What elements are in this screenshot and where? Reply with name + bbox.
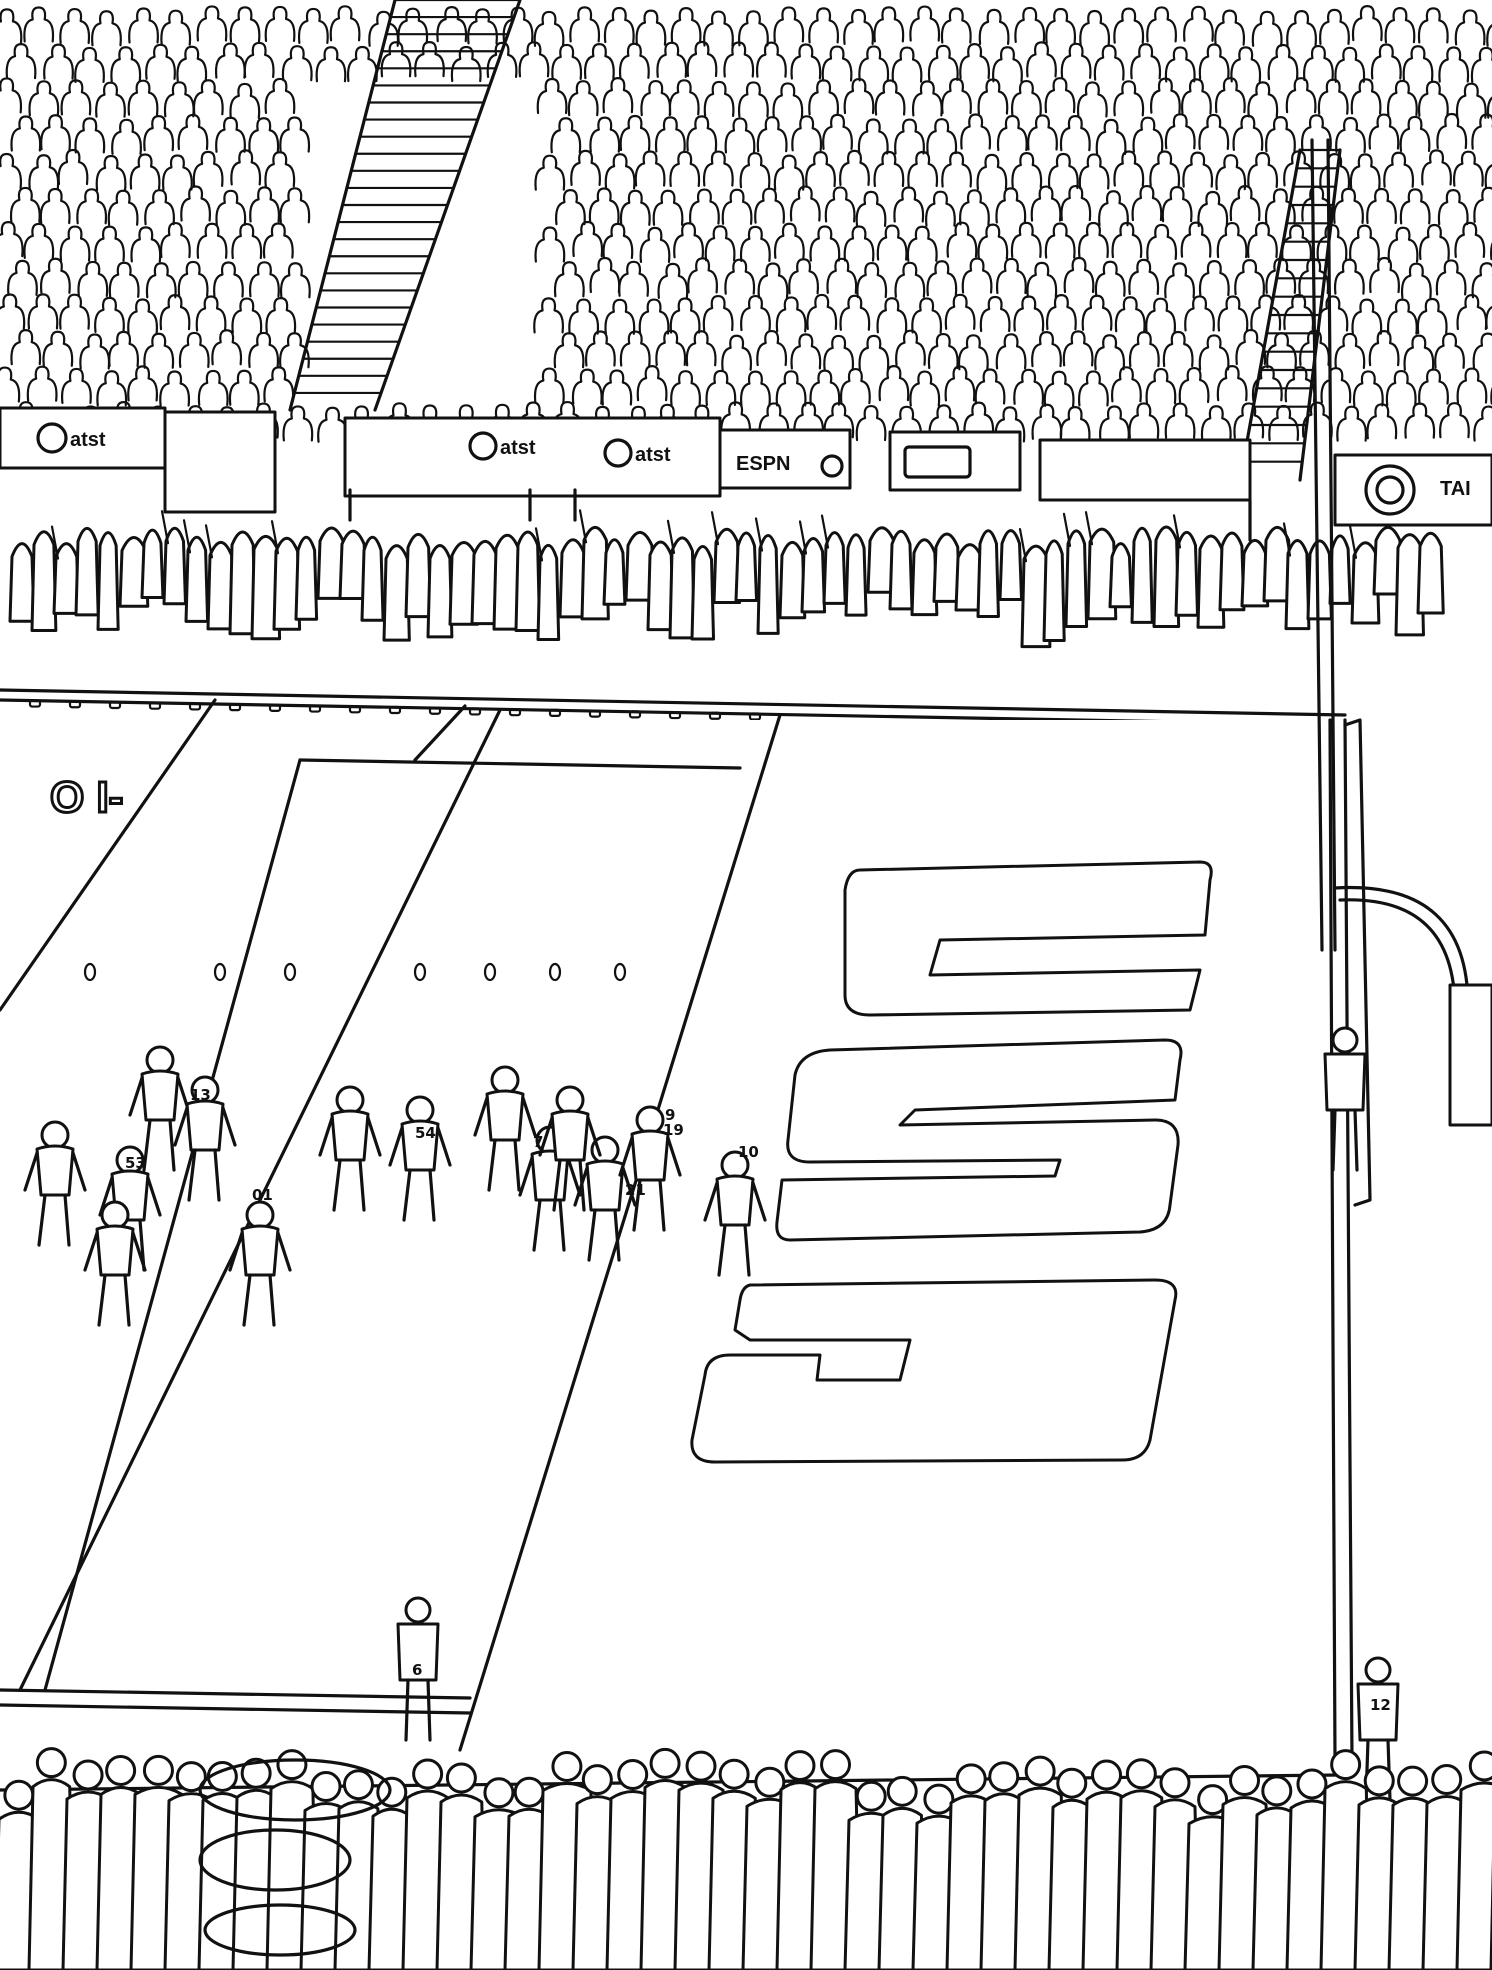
endzone-logo	[690, 860, 1213, 1464]
jersey-number: 9	[665, 1106, 675, 1124]
football-player	[473, 1065, 537, 1192]
football-player	[388, 1095, 452, 1222]
stadium-stairs	[288, 0, 1342, 482]
field-marking: O I-	[50, 773, 123, 822]
jersey-number: 7	[533, 1133, 543, 1151]
referees	[396, 1026, 1400, 1802]
sign-text-2: atst	[500, 437, 536, 459]
football-player	[703, 1150, 767, 1277]
football-player	[618, 1105, 682, 1232]
sign-text-3: atst	[635, 444, 671, 466]
jersey-number: 54	[415, 1124, 436, 1142]
foreground-crowd	[0, 1747, 1492, 1970]
football-player	[573, 1135, 637, 1262]
jersey-numbers: 13 53 54 7 21 01 9 19 10 6 12	[125, 1086, 1391, 1714]
football-player	[173, 1075, 237, 1202]
football-player	[83, 1200, 147, 1327]
referee	[396, 1596, 440, 1742]
jersey-number: 19	[663, 1121, 684, 1139]
jersey-number: 12	[1370, 1696, 1391, 1714]
jersey-number: 13	[190, 1086, 211, 1104]
sideline-crowd	[8, 509, 1445, 649]
football-players	[23, 1045, 767, 1327]
jersey-number: 21	[625, 1181, 646, 1199]
sign-text-5: TAI	[1440, 478, 1471, 500]
football-player	[538, 1085, 602, 1212]
goal-post	[1310, 138, 1492, 1207]
sign-text-4: ESPN	[736, 453, 790, 475]
jersey-number: 01	[252, 1186, 273, 1204]
football-player	[23, 1120, 87, 1247]
jersey-number: 6	[412, 1661, 422, 1679]
upper-crowd	[0, 5, 1492, 443]
referee	[1356, 1656, 1400, 1802]
jersey-number: 10	[738, 1143, 759, 1161]
football-player	[318, 1085, 382, 1212]
football-player	[228, 1200, 292, 1327]
football-field: O I-	[0, 688, 1354, 1792]
sign-board-row: atst atst atst ESPN TAI	[0, 406, 1492, 542]
jersey-number: 53	[125, 1154, 146, 1172]
sign-text-1: atst	[70, 429, 106, 451]
referee	[1323, 1026, 1367, 1172]
football-player	[128, 1045, 192, 1172]
